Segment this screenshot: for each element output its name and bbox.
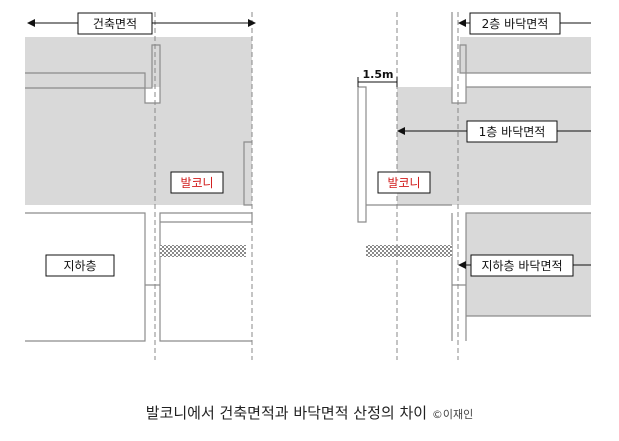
basement-label-left: 지하층 <box>63 259 96 273</box>
caption-text: 발코니에서 건축면적과 바닥면적 산정의 차이 <box>145 404 428 422</box>
right-ground-outline <box>451 212 591 341</box>
floor1-label-box <box>466 120 558 143</box>
left-slab-outline <box>25 44 161 104</box>
right-section-drawing: 1.5m 2층 바닥면적 1층 바닥면적 발코니 지하층 바닥면적 <box>357 12 591 360</box>
right-floor1-area <box>397 87 591 205</box>
balcony-label-right: 발코니 <box>387 176 420 190</box>
floor2-label-box <box>469 12 561 35</box>
balcony-label-box-right <box>377 171 431 194</box>
right-hatch-strip <box>366 245 452 257</box>
building-area-label: 건축면적 <box>93 17 137 31</box>
left-balcony-parapet <box>243 141 252 206</box>
basement-label-box-left <box>45 254 115 277</box>
left-hatch-strip <box>160 245 246 257</box>
right-balcony-outline <box>357 86 452 223</box>
left-ground-floor-outline <box>25 212 253 342</box>
floor2-area-label: 2층 바닥면적 <box>482 17 549 31</box>
left-upper-slab <box>25 37 252 87</box>
floor1-area-label: 1층 바닥면적 <box>479 125 546 139</box>
left-section-drawing: 건축면적 발코니 지하층 <box>25 12 256 360</box>
right-slab-outline <box>451 12 591 104</box>
caption-credit: ©이재인 <box>431 408 474 421</box>
basement-area-label: 지하층 바닥면적 <box>481 259 562 273</box>
basement-area-label-box <box>470 254 574 277</box>
building-area-label-box <box>77 12 153 35</box>
balcony-label-box-left <box>170 171 224 194</box>
dimension-label: 1.5m <box>363 68 394 81</box>
right-floor2-area <box>460 37 591 73</box>
figure-caption: 발코니에서 건축면적과 바닥면적 산정의 차이 ©이재인 <box>0 402 619 423</box>
balcony-label-left: 발코니 <box>180 176 213 190</box>
